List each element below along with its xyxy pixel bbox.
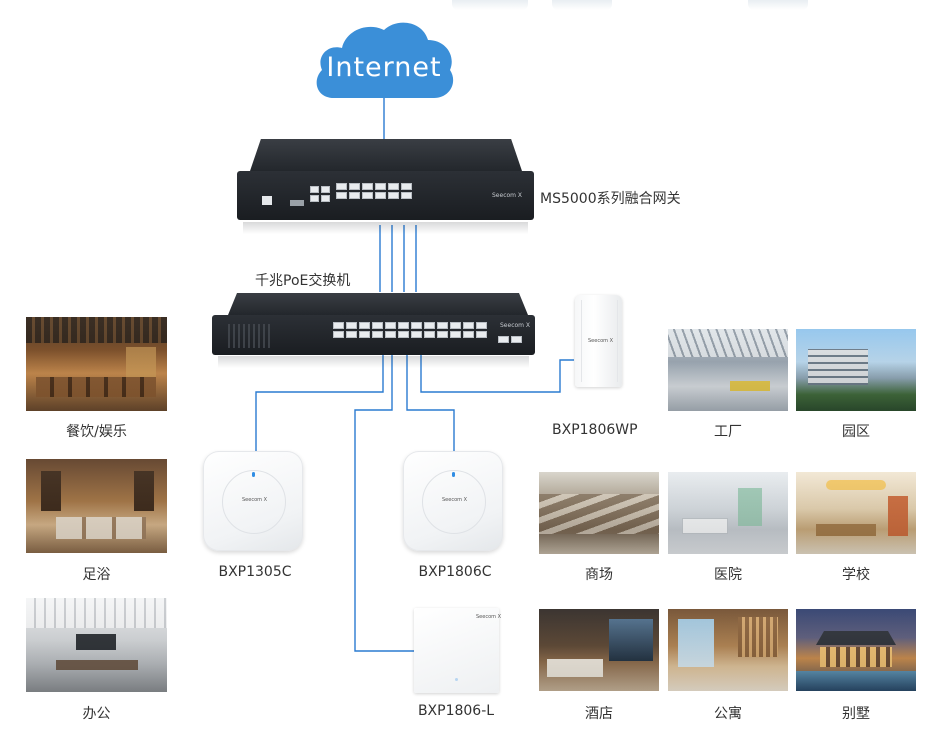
top-edge-fade: [452, 0, 528, 10]
internet-label: Internet: [326, 52, 442, 83]
scene-photo-hotel: [539, 609, 659, 691]
link-switch-panel: [354, 350, 420, 652]
switch-label: 千兆PoE交换机: [255, 273, 351, 289]
scene-photo-hospital: [668, 472, 788, 554]
switch-sfp-block: [498, 336, 522, 343]
panel-ap-label: BXP1806-L: [417, 703, 495, 719]
switch-brand: Seecom X: [500, 322, 531, 329]
ap1-brand: Seecom X: [242, 497, 268, 503]
internet-cloud-icon: [316, 22, 454, 99]
outdoor-ap-label: BXP1806WP: [552, 422, 638, 438]
scene-label-hotel: 酒店: [585, 706, 613, 722]
scene-label-office: 办公: [82, 706, 111, 722]
scene-label-dining: 餐饮/娱乐: [66, 424, 127, 440]
scene-label-park: 园区: [842, 424, 870, 440]
scene-label-villa: 别墅: [842, 706, 870, 722]
gateway-label: MS5000系列融合网关: [540, 191, 681, 207]
scene-label-factory: 工厂: [714, 424, 742, 440]
scene-label-hospital: 医院: [714, 567, 742, 583]
scene-photo-office: [26, 598, 167, 692]
outdoor-ap-brand: Seecom X: [588, 338, 614, 344]
switch-port-block: [333, 322, 487, 338]
scene-photo-school: [796, 472, 916, 554]
scene-label-apartment: 公寓: [714, 706, 742, 722]
scene-photo-villa: [796, 609, 916, 691]
gateway-port-block: [336, 183, 412, 199]
gateway-sfp-block: [310, 186, 330, 202]
link-switch-ap1: [255, 350, 384, 452]
scene-label-mall: 商场: [585, 567, 613, 583]
scene-photo-dining: [26, 317, 167, 411]
ap1-label: BXP1305C: [218, 564, 292, 580]
gateway-brand: Seecom X: [492, 192, 523, 199]
ap2-brand: Seecom X: [442, 497, 468, 503]
scene-label-school: 学校: [842, 567, 870, 583]
scene-photo-park: [796, 329, 916, 411]
panel-ap-brand: Seecom X: [476, 614, 502, 620]
scene-label-bath: 足浴: [82, 567, 111, 583]
scene-photo-factory: [668, 329, 788, 411]
ap2-label: BXP1806C: [418, 564, 492, 580]
scene-photo-apartment: [668, 609, 788, 691]
scene-photo-bath: [26, 459, 167, 553]
link-switch-outdoor: [420, 350, 574, 393]
link-switch-ap2: [406, 350, 455, 452]
top-edge-fade: [748, 0, 808, 10]
top-edge-fade: [552, 0, 612, 10]
scene-photo-mall: [539, 472, 659, 554]
